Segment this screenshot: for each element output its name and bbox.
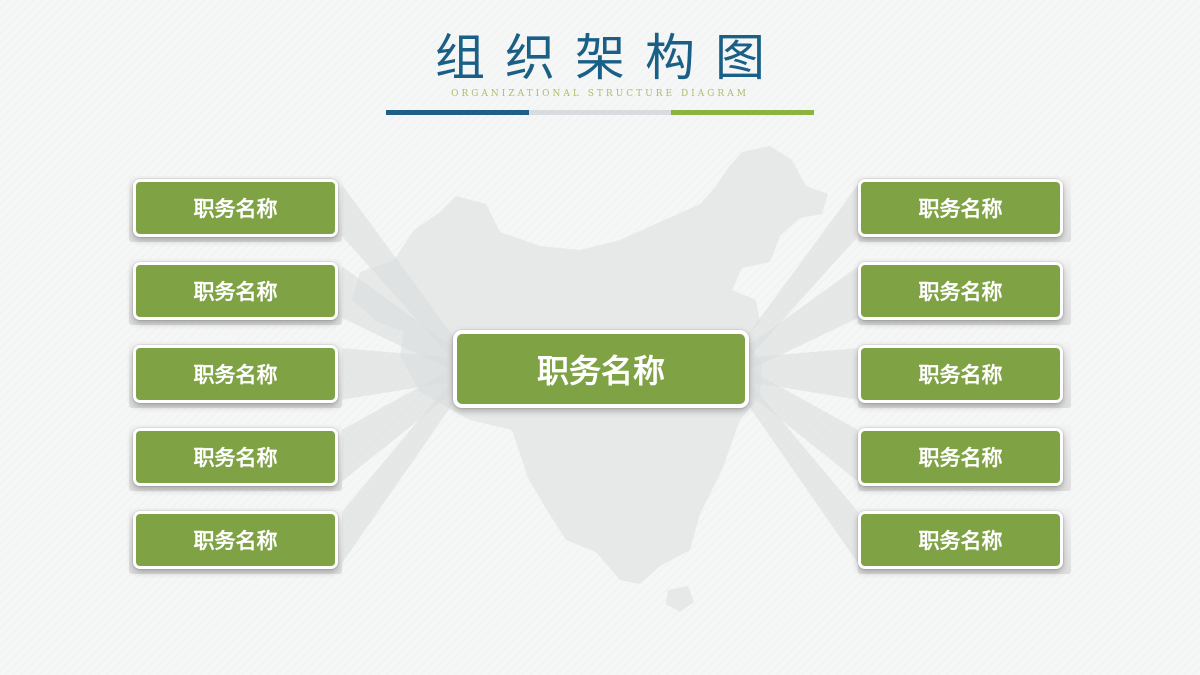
title-underline-left <box>386 110 529 115</box>
right-position-box[interactable]: 职务名称 <box>858 428 1063 486</box>
title-underline-middle <box>529 110 671 115</box>
page-subtitle: ORGANIZATIONAL STRUCTURE DIAGRAM <box>451 89 749 99</box>
left-position-box[interactable]: 职务名称 <box>133 262 338 320</box>
page-title: 组织架构图 <box>435 29 785 87</box>
connector-rays <box>340 182 860 566</box>
connector-ray <box>340 348 470 400</box>
connector-ray <box>730 182 860 379</box>
connector-ray <box>340 359 470 566</box>
title-block: 组织架构图 ORGANIZATIONAL STRUCTURE DIAGRAM <box>0 0 1200 125</box>
title-underline-right <box>671 110 814 115</box>
connector-ray <box>340 265 470 379</box>
connector-ray <box>340 182 470 379</box>
right-position-box[interactable]: 职务名称 <box>858 262 1063 320</box>
connector-ray <box>730 265 860 379</box>
connector-ray <box>730 348 860 400</box>
left-position-box[interactable]: 职务名称 <box>133 511 338 569</box>
left-position-box[interactable]: 职务名称 <box>133 428 338 486</box>
right-position-box[interactable]: 职务名称 <box>858 511 1063 569</box>
connector-ray <box>730 359 860 566</box>
connector-ray <box>730 359 860 483</box>
center-position-box[interactable]: 职务名称 <box>453 330 749 408</box>
left-position-box[interactable]: 职务名称 <box>133 179 338 237</box>
connector-ray <box>340 359 470 483</box>
right-position-box[interactable]: 职务名称 <box>858 345 1063 403</box>
hainan-island <box>666 586 694 612</box>
right-position-box[interactable]: 职务名称 <box>858 179 1063 237</box>
left-position-box[interactable]: 职务名称 <box>133 345 338 403</box>
